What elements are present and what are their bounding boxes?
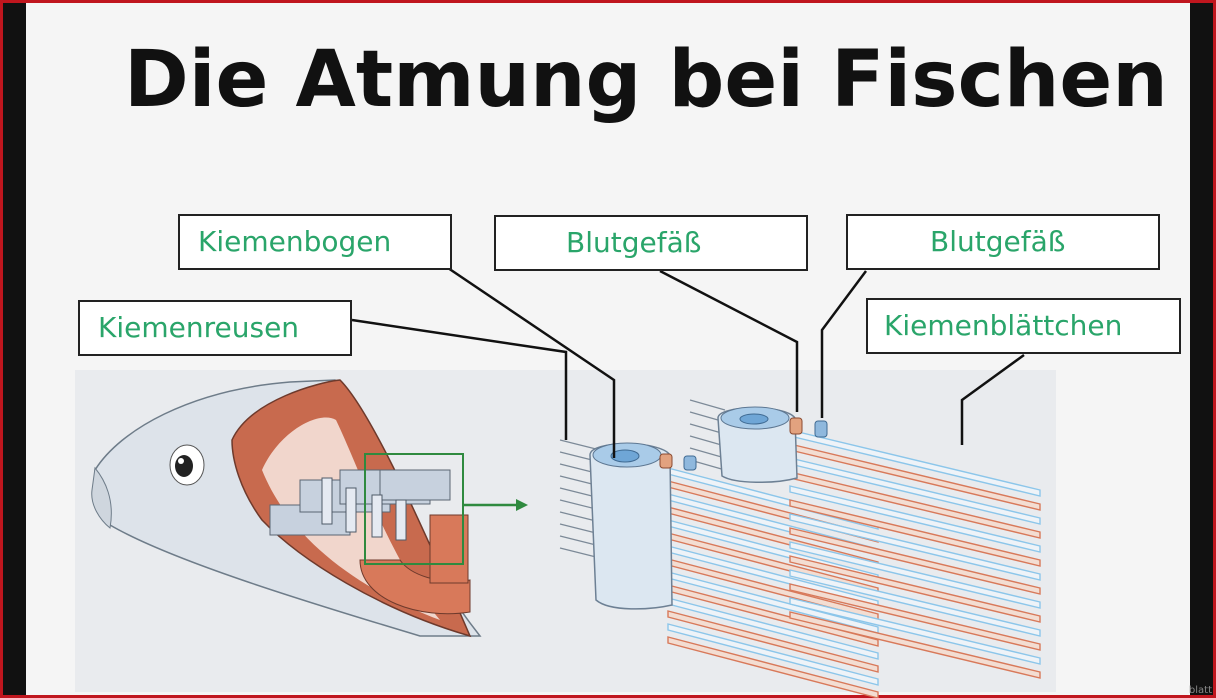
gill-filament-back (789, 485, 1041, 553)
vein-stub-back (814, 420, 828, 438)
watermark-text: blatt (1188, 685, 1212, 696)
gill-filament-front (667, 636, 879, 698)
leader-blutgefaess-1 (659, 269, 799, 412)
artery-stub-front (659, 453, 673, 469)
gill-filament-back (789, 611, 1041, 679)
gill-filament-back (789, 555, 1041, 623)
gill-filament-front (667, 610, 879, 673)
leader-kiemenreusen (351, 318, 568, 440)
label-kiemenblaettchen: Kiemenblättchen (866, 298, 1181, 354)
leader-blutgefaess-2 (820, 270, 868, 418)
gill-filament-back (789, 527, 1041, 595)
fish-mouth (91, 466, 112, 529)
gill-filaments-back (789, 429, 1041, 679)
leader-kiemenblaettchen (960, 353, 1025, 445)
slide-title: Die Atmung bei Fischen (124, 35, 1168, 125)
vein-stub-front (683, 455, 697, 471)
gill-filament-back (789, 583, 1041, 651)
label-blutgefaess-2: Blutgefäß (846, 214, 1160, 270)
gill-filament-front (667, 623, 879, 686)
gill-filament-back (789, 513, 1041, 581)
gill-arch-right (429, 514, 469, 584)
gill-filament-back (789, 597, 1041, 665)
gill-filament-back (789, 499, 1041, 567)
zoom-highlight-box (364, 453, 464, 565)
leader-kiemenbogen (447, 266, 616, 458)
label-kiemenreusen: Kiemenreusen (78, 300, 352, 356)
artery-stub-back (789, 417, 803, 435)
zoom-arrow-head (516, 499, 528, 511)
gill-cylinders (321, 477, 407, 541)
gill-filament-back (789, 541, 1041, 609)
label-blutgefaess-1: Blutgefäß (494, 215, 808, 271)
gill-arch-lower (359, 559, 471, 615)
leader-lines (351, 266, 1025, 458)
gill-detail-illustration (559, 399, 1041, 698)
gill-arch-front (589, 443, 673, 610)
fish-pupil (175, 455, 193, 477)
fish-head-illustration (91, 379, 528, 638)
label-kiemenbogen: Kiemenbogen (178, 214, 452, 270)
gill-filament-back (789, 569, 1041, 637)
